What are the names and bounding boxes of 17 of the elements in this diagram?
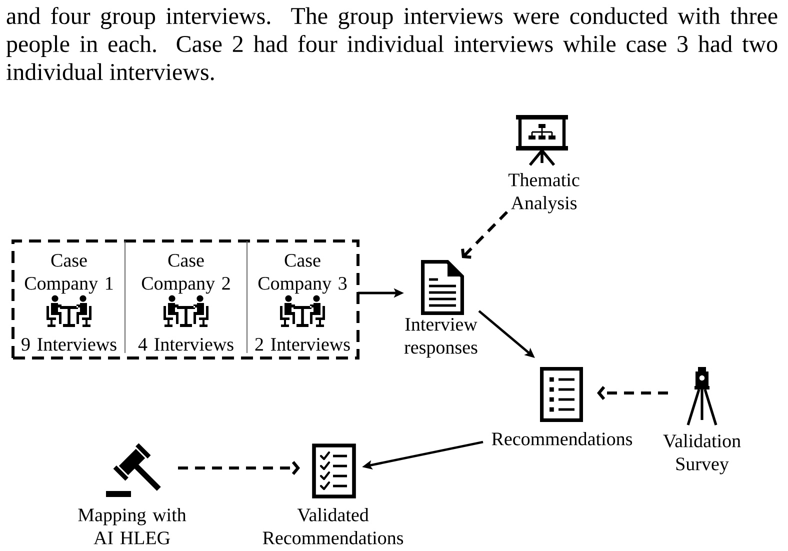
paragraph-text: and four group interviews. The group interviews were conducted with three people in each. Case 2 had four individual interviews while case 3 had two individual interviews. [6, 7, 778, 80]
case-heading: Case Company 1 [24, 254, 113, 294]
step-label: Validated Recommendations [262, 508, 404, 544]
case-heading: Case Company 3 [258, 254, 347, 294]
step-label: Mapping with AI HLEG [78, 508, 186, 544]
step-label: Interview responses [404, 318, 478, 358]
dashed-arrow [461, 210, 508, 259]
dashed-frame [12, 240, 360, 360]
dashed-arrow [597, 386, 668, 400]
dashed-arrow [178, 461, 300, 475]
step-label: Recommendations [492, 432, 632, 446]
interview-count: 4 Interviews [138, 338, 234, 351]
case-heading: Case Company 2 [142, 254, 230, 294]
interview-count: 9 Interviews [22, 338, 116, 351]
step-label: Validation Survey [663, 434, 741, 474]
step-label: Thematic Analysis [508, 173, 580, 214]
interview-count: 2 Interviews [255, 338, 350, 351]
